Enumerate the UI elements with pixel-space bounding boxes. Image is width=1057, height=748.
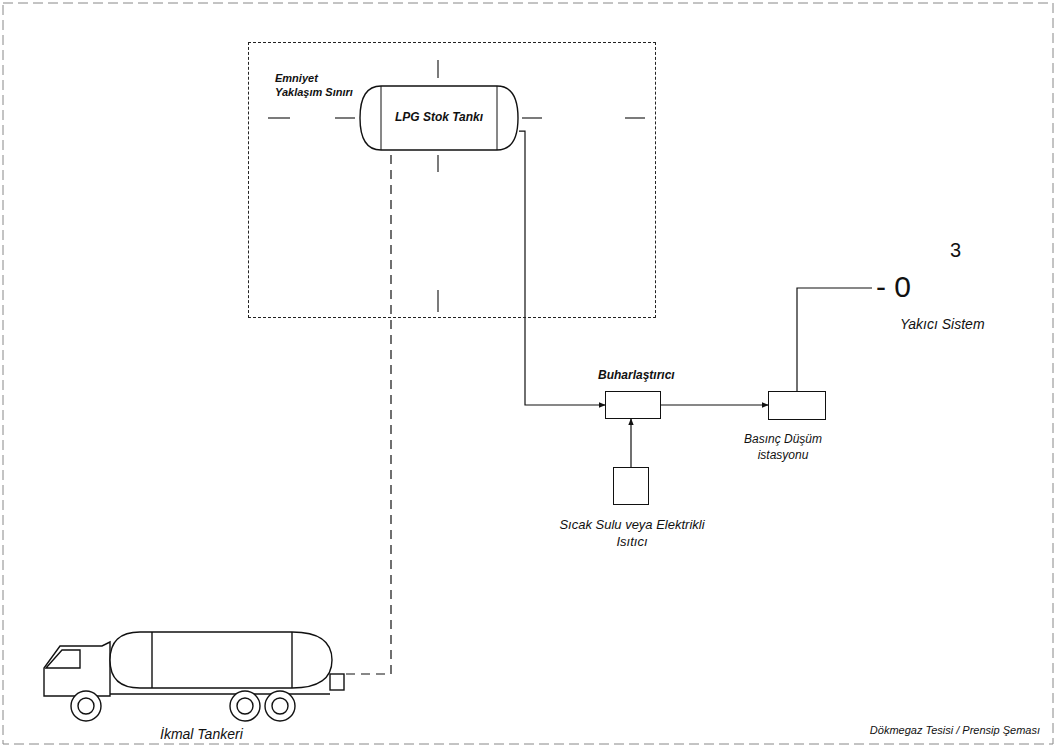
wheel <box>265 691 295 721</box>
burner-label: Yakıcı Sistem <box>900 316 985 332</box>
tanker-truck <box>40 628 346 724</box>
wheel-hub <box>78 698 94 714</box>
pipe-connector <box>630 419 631 467</box>
tank-seam <box>497 86 498 150</box>
pressure-station-box: Basınç Düşüm istasyonu <box>768 391 826 420</box>
wheel <box>230 691 260 721</box>
vaporizer-title: Buharlaştırıcı <box>598 368 675 382</box>
safety-boundary: Emniyet Yaklaşım SınırıLPG Stok Tankı <box>248 42 656 318</box>
tank-body <box>110 632 332 688</box>
tank-seam <box>381 86 382 150</box>
supply-tanker: İkmal Tankeri <box>40 628 346 724</box>
chassis <box>110 693 330 694</box>
tanker-label: İkmal Tankeri <box>160 726 243 742</box>
wheel-hub <box>272 698 288 714</box>
pipe-connector <box>519 131 605 405</box>
tank-label: LPG Stok Tankı <box>395 110 483 124</box>
cab-window <box>46 650 80 668</box>
vaporizer-box: Buharlaştırıcı <box>605 391 661 419</box>
tank-seam <box>151 632 152 688</box>
burner-superscript: 3 <box>950 238 961 262</box>
burner-symbol: - 0 <box>876 270 911 304</box>
burner-system: - 0 3Yakıcı Sistem <box>874 238 994 338</box>
sheet-caption: Dökmegaz Tesisi / Prensip Şeması <box>870 724 1040 736</box>
heater-label: Sıcak Sulu veya Elektrikli Isıtıcı <box>557 516 707 550</box>
page-border <box>3 3 1053 744</box>
truck-cab <box>44 642 110 696</box>
tank-shell <box>360 86 518 150</box>
pipe-connector <box>346 151 391 674</box>
wheel-hub <box>237 698 253 714</box>
clearance-marks <box>268 60 645 312</box>
station-label: Basınç Düşüm istasyonu <box>728 431 838 463</box>
tank-seam <box>291 632 292 688</box>
heater-box: Sıcak Sulu veya Elektrikli Isıtıcı <box>613 467 649 505</box>
storage-tank: LPG Stok Tankı <box>359 85 519 151</box>
region-title: Emniyet Yaklaşım Sınırı <box>275 71 367 99</box>
pipe-connector <box>661 404 768 405</box>
rear-box <box>330 674 344 690</box>
pipe-connector <box>797 288 872 391</box>
wheel <box>71 691 101 721</box>
